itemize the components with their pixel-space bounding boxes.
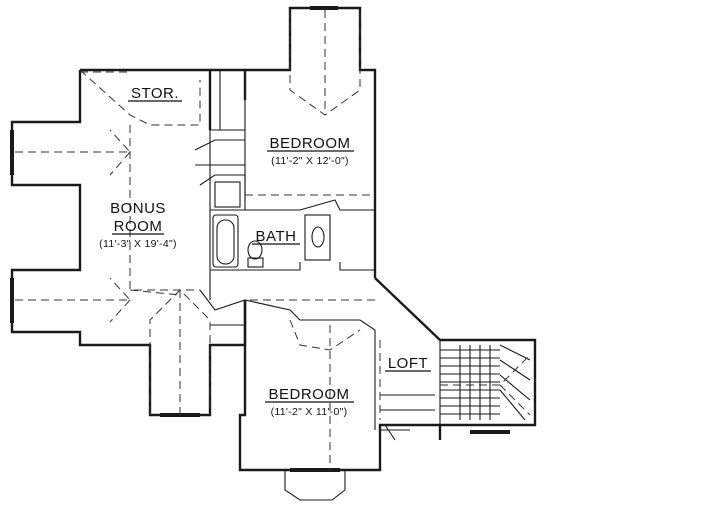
stair (439, 340, 531, 425)
toilet (247, 257, 264, 268)
room-dimensions-bedroom-2: (11'-2" X 11'-0") (271, 406, 348, 418)
room-label-bath: BATH (256, 228, 297, 245)
exterior-walls (10, 6, 537, 501)
window-bay (290, 468, 340, 472)
linen-closet (214, 181, 241, 208)
room-labels: STOR. BEDROOM (11'-2" X 12'-0") BONUS RO… (99, 85, 431, 418)
room-label-bonus-line2: ROOM (114, 218, 163, 235)
vanity (304, 214, 331, 261)
room-label-loft: LOFT (388, 355, 428, 372)
room-label-bonus-line1: BONUS (110, 200, 166, 217)
room-label-bedroom-1: BEDROOM (269, 135, 350, 152)
window-left-upper (10, 130, 14, 175)
room-dimensions-bedroom-1: (11'-2" X 12'-0") (271, 155, 349, 167)
bathtub (212, 214, 239, 268)
room-label-bedroom-2: BEDROOM (268, 386, 349, 403)
ceiling-lines (15, 10, 381, 470)
window-stair (470, 430, 510, 434)
window-top (310, 6, 338, 10)
window-left-lower (10, 278, 14, 323)
interior-walls (194, 70, 435, 441)
room-label-stor: STOR. (131, 85, 179, 102)
room-dimensions-bonus: (11'-3" X 19'-4") (99, 238, 177, 250)
bath-fixtures (212, 181, 331, 268)
